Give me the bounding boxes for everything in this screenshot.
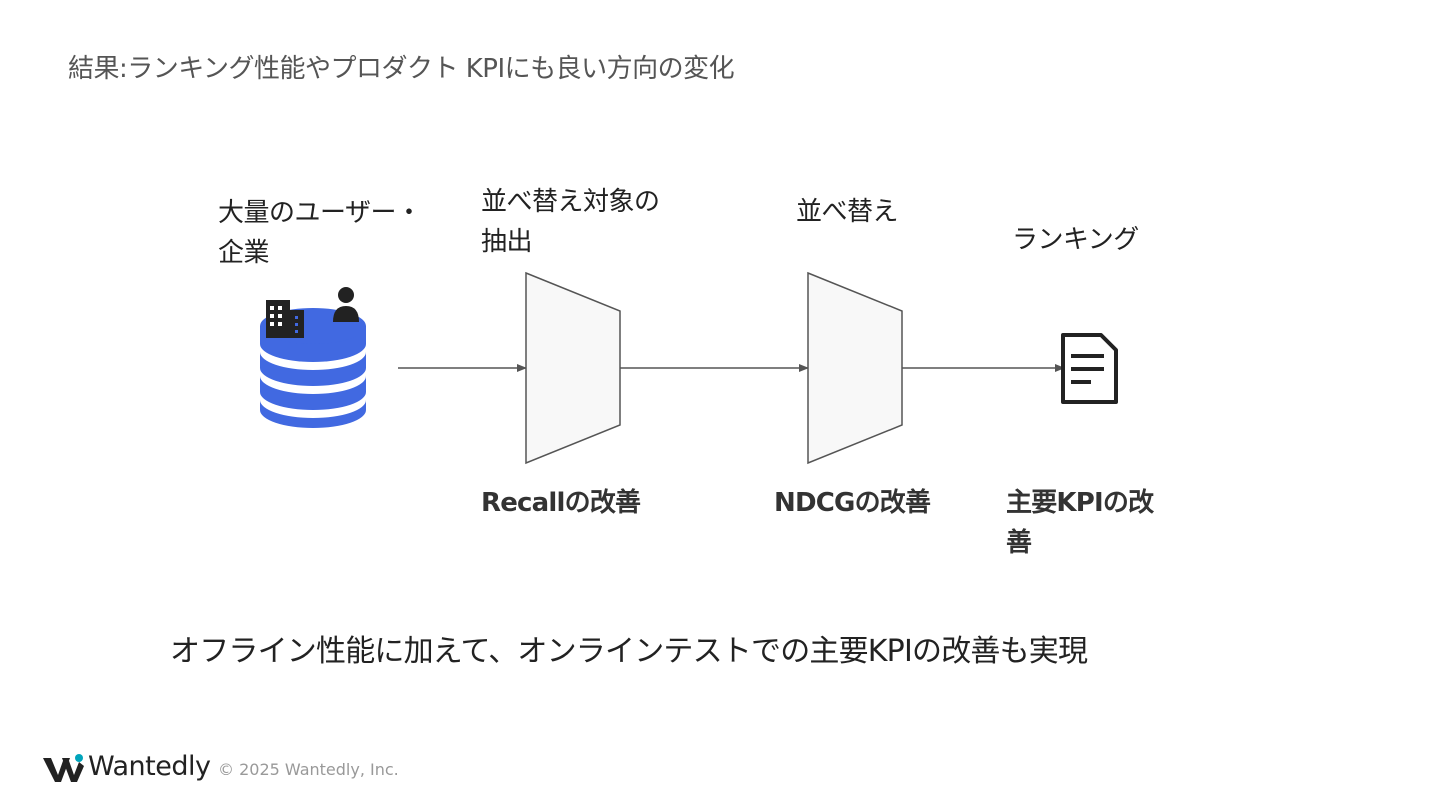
copyright-text: © 2025 Wantedly, Inc.	[218, 760, 399, 779]
result-label-kpi-line1: 主要KPIの改	[1006, 488, 1154, 518]
document-icon	[1061, 333, 1118, 404]
page-title: 結果:ランキング性能やプロダクト KPIにも良い方向の変化	[68, 54, 735, 84]
wantedly-logo-icon	[43, 754, 84, 782]
stage-label-source-line2: 企業	[218, 238, 270, 268]
stage-label-retrieval: 並べ替え対象の 抽出	[481, 182, 660, 262]
stage-label-ranking: ランキング	[1012, 220, 1139, 260]
building-icon	[266, 300, 304, 338]
stage-label-source-line1: 大量のユーザー・	[218, 198, 422, 228]
retrieval-funnel	[525, 271, 621, 465]
stage-label-reranking: 並べ替え	[796, 192, 899, 232]
result-label-recall: Recallの改善	[481, 488, 641, 518]
result-label-ndcg: NDCGの改善	[774, 488, 931, 518]
stage-label-retrieval-line2: 抽出	[481, 227, 533, 257]
stage-label-reranking-line1: 並べ替え	[796, 197, 899, 227]
summary-text: オフライン性能に加えて、オンラインテストでの主要KPIの改善も実現	[170, 634, 1088, 669]
reranking-funnel	[807, 271, 903, 465]
result-label-kpi-line2: 善	[1006, 528, 1032, 558]
brand-name: Wantedly	[88, 751, 211, 782]
stage-label-retrieval-line1: 並べ替え対象の	[481, 187, 660, 217]
person-icon	[333, 287, 359, 322]
result-label-kpi: 主要KPIの改 善	[1006, 483, 1154, 563]
stage-label-source: 大量のユーザー・ 企業	[218, 193, 422, 273]
stage-label-ranking-line1: ランキング	[1012, 225, 1139, 255]
